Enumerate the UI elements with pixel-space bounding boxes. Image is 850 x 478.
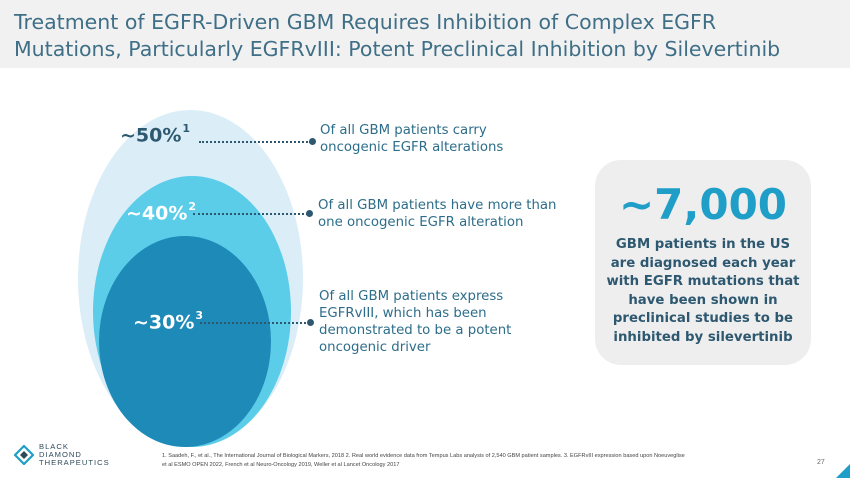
title-line-1: Treatment of EGFR-Driven GBM Requires In… xyxy=(14,10,717,34)
leader-line-1 xyxy=(199,141,311,143)
leader-line-2 xyxy=(193,213,308,215)
stat-50-percent: ~50%1 xyxy=(120,122,191,147)
slide-title: Treatment of EGFR-Driven GBM Requires In… xyxy=(14,9,844,63)
stat-30-percent: ~30%3 xyxy=(133,309,204,334)
stat-40-percent: ~40%2 xyxy=(126,200,197,225)
ellipse-30-percent xyxy=(99,236,271,447)
stat-ref-3: 3 xyxy=(195,309,204,322)
leader-line-3 xyxy=(200,322,310,324)
corner-accent xyxy=(836,464,850,478)
leader-dot-2 xyxy=(306,210,313,217)
page-number: 27 xyxy=(817,459,825,466)
title-bar xyxy=(0,0,850,68)
leader-dot-1 xyxy=(309,138,316,145)
diamond-logo-icon xyxy=(14,445,34,465)
callout-box: ~7,000 GBM patients in the US are diagno… xyxy=(595,160,811,365)
logo-text: BLACK DIAMOND THERAPEUTICS xyxy=(39,442,110,468)
callout-text: GBM patients in the US are diagnosed eac… xyxy=(606,237,800,345)
callout-value: ~7,000 xyxy=(618,180,788,229)
stat-ref-1: 1 xyxy=(182,122,191,135)
company-logo: BLACK DIAMOND THERAPEUTICS xyxy=(14,442,124,468)
stat-ref-2: 2 xyxy=(188,200,197,213)
leader-dot-3 xyxy=(307,319,314,326)
title-line-2: Mutations, Particularly EGFRvIII: Potent… xyxy=(14,37,781,61)
footnote: 1. Saadeh, F., et al., The International… xyxy=(162,453,685,468)
